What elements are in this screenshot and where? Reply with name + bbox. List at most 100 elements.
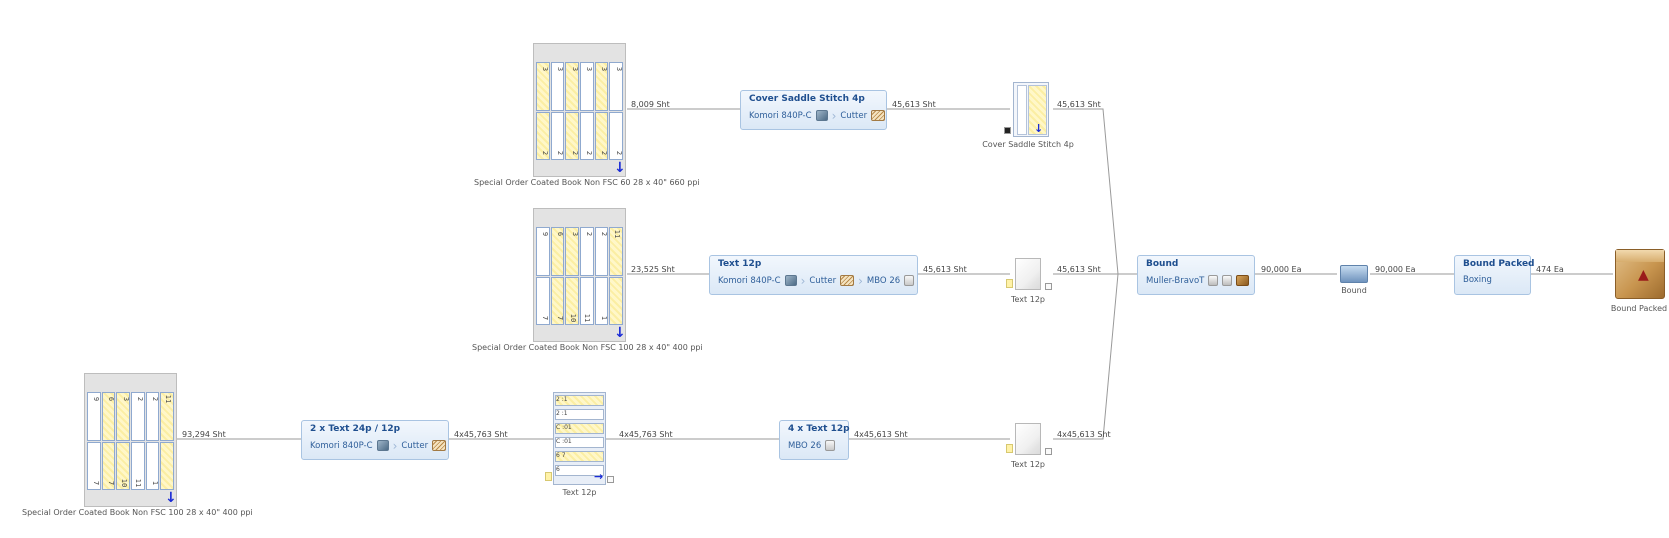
process-steps: Komori 840P-C › Cutter xyxy=(749,108,886,123)
imposition-page: 2 xyxy=(145,392,160,441)
step-folder[interactable]: MBO 26 xyxy=(867,275,915,286)
imposition-page: 10 xyxy=(116,441,130,490)
component-caption: Text 12p xyxy=(1011,295,1045,304)
process-text-12p[interactable]: Text 12p Komori 840P-C › Cutter › MBO 26 xyxy=(709,255,918,295)
imposition-page: 11 xyxy=(609,227,623,276)
page-marker-icon xyxy=(1045,283,1052,290)
stock-caption: Special Order Coated Book Non FSC 100 28… xyxy=(22,508,253,517)
step-cutter[interactable]: Cutter xyxy=(401,440,447,451)
edge-label: 45,613 Sht xyxy=(923,265,967,274)
trimmer-icon xyxy=(1222,275,1233,286)
edge-label: 474 Ea xyxy=(1536,265,1564,274)
process-title: 2 x Text 24p / 12p xyxy=(310,424,401,434)
imposition-page: 7 xyxy=(536,276,550,325)
step-boxing[interactable]: Boxing xyxy=(1463,275,1492,285)
imposition-page: 1 xyxy=(145,441,160,490)
stack-marker-icon xyxy=(545,472,552,481)
component-cover-sheet[interactable]: ↓ xyxy=(1013,82,1049,137)
step-folder[interactable]: MBO 26 xyxy=(788,440,836,451)
imposition-page: 2 xyxy=(565,111,579,160)
page-icon[interactable] xyxy=(1015,258,1041,290)
press-sheet-cover[interactable]: 3 3 3 3 3 3 2 2 2 2 2 2 ↓ xyxy=(533,43,626,177)
cover-panel xyxy=(1028,85,1047,135)
sheet-row: 2 :1 xyxy=(555,395,604,406)
imposition-page: 2 xyxy=(594,111,609,160)
process-4x-text-12p[interactable]: 4 x Text 12p MBO 26 xyxy=(779,420,850,460)
press-icon xyxy=(376,440,389,451)
sheet-row: 2 :1 xyxy=(555,409,604,420)
sheet-imposition-grid: 9 6 3 2 2 11 7 7 10 11 1 xyxy=(87,392,174,490)
edge-label: 4x45,613 Sht xyxy=(854,430,908,439)
chevron-right-icon: › xyxy=(831,108,837,123)
imposition-page: 9 xyxy=(87,392,101,441)
imposition-page: 2 xyxy=(580,111,594,160)
component-text-sheet[interactable]: 2 :1 2 :1 C :01 C :01 6 7 6 → xyxy=(553,392,606,485)
imposition-page: 6 xyxy=(101,392,116,441)
chevron-right-icon: › xyxy=(858,273,863,288)
imposition-page: 3 xyxy=(594,62,609,111)
stack-marker-icon xyxy=(1006,279,1013,288)
imposition-page: 2 xyxy=(550,111,565,160)
page-marker-icon xyxy=(607,476,614,483)
imposition-page: 3 xyxy=(580,62,594,111)
stitcher-icon xyxy=(1208,275,1219,286)
imposition-page: 2 xyxy=(580,227,594,276)
sheet-row: 6 7 xyxy=(555,451,604,462)
bound-folder-icon[interactable] xyxy=(1340,265,1368,283)
process-bound-packed[interactable]: Bound Packed Boxing xyxy=(1454,255,1535,295)
cover-panel xyxy=(1017,85,1027,135)
imposition-page xyxy=(609,276,623,325)
imposition-page: 7 xyxy=(87,441,101,490)
sheet-imposition-grid: 3 3 3 3 3 3 2 2 2 2 2 2 xyxy=(536,62,623,160)
edge-label: 23,525 Sht xyxy=(631,265,675,274)
step-cutter[interactable]: Cutter xyxy=(840,110,886,121)
press-sheet-text[interactable]: 9 6 3 2 2 11 7 7 10 11 1 ↓ xyxy=(533,208,626,342)
press-sheet-text-double[interactable]: 9 6 3 2 2 11 7 7 10 11 1 ↓ xyxy=(84,373,177,507)
component-caption: Cover Saddle Stitch 4p xyxy=(982,140,1074,149)
page-marker-icon xyxy=(1045,448,1052,455)
imposition-page: 11 xyxy=(160,392,174,441)
sheet-imposition-grid: 9 6 3 2 2 11 7 7 10 11 1 xyxy=(536,227,623,325)
edge-label: 4x45,763 Sht xyxy=(454,430,508,439)
process-title: Cover Saddle Stitch 4p xyxy=(749,94,865,104)
edge-line xyxy=(1053,108,1119,275)
edge-line xyxy=(1053,273,1119,440)
process-bound[interactable]: Bound Muller-BravoT xyxy=(1137,255,1255,295)
component-caption: Bound xyxy=(1341,286,1367,295)
edge-label: 8,009 Sht xyxy=(631,100,670,109)
process-cover-saddle-stitch[interactable]: Cover Saddle Stitch 4p Komori 840P-C › C… xyxy=(740,90,887,130)
process-2x-text-24p[interactable]: 2 x Text 24p / 12p Komori 840P-C › Cutte… xyxy=(301,420,449,460)
imposition-page: 6 xyxy=(550,227,565,276)
cutter-icon xyxy=(432,440,447,451)
down-arrow-icon: ↓ xyxy=(165,490,177,506)
stock-caption: Special Order Coated Book Non FSC 100 28… xyxy=(472,343,703,352)
page-icon[interactable] xyxy=(1015,423,1041,455)
press-icon xyxy=(815,110,828,121)
sheet-row: C :01 xyxy=(555,423,604,434)
imposition-page: 3 xyxy=(536,62,550,111)
right-arrow-icon: → xyxy=(594,470,604,483)
process-title: Text 12p xyxy=(718,259,762,269)
process-steps: Komori 840P-C › Cutter xyxy=(310,440,447,452)
stock-caption: Special Order Coated Book Non FSC 60 28 … xyxy=(474,178,700,187)
imposition-page: 3 xyxy=(609,62,623,111)
press-icon xyxy=(784,275,797,286)
edge-label: 90,000 Ea xyxy=(1261,265,1302,274)
binding-marker-icon xyxy=(1004,127,1011,134)
step-press[interactable]: Komori 840P-C xyxy=(310,440,389,451)
step-stitcher[interactable]: Muller-BravoT xyxy=(1146,275,1250,286)
down-arrow-icon: ↓ xyxy=(1034,122,1044,135)
step-press[interactable]: Komori 840P-C xyxy=(718,275,797,286)
process-title: Bound xyxy=(1146,259,1179,269)
cutter-icon xyxy=(840,275,855,286)
imposition-page xyxy=(160,441,174,490)
folder-machine-icon xyxy=(904,275,915,286)
imposition-page: 3 xyxy=(116,392,130,441)
chevron-right-icon: › xyxy=(800,273,806,288)
carton-box-icon[interactable]: ▲ xyxy=(1615,249,1665,299)
process-title: Bound Packed xyxy=(1463,259,1535,269)
cutter-icon xyxy=(871,110,886,121)
book-stack-icon xyxy=(1236,275,1250,286)
step-cutter[interactable]: Cutter xyxy=(809,275,855,286)
step-press[interactable]: Komori 840P-C xyxy=(749,110,828,121)
